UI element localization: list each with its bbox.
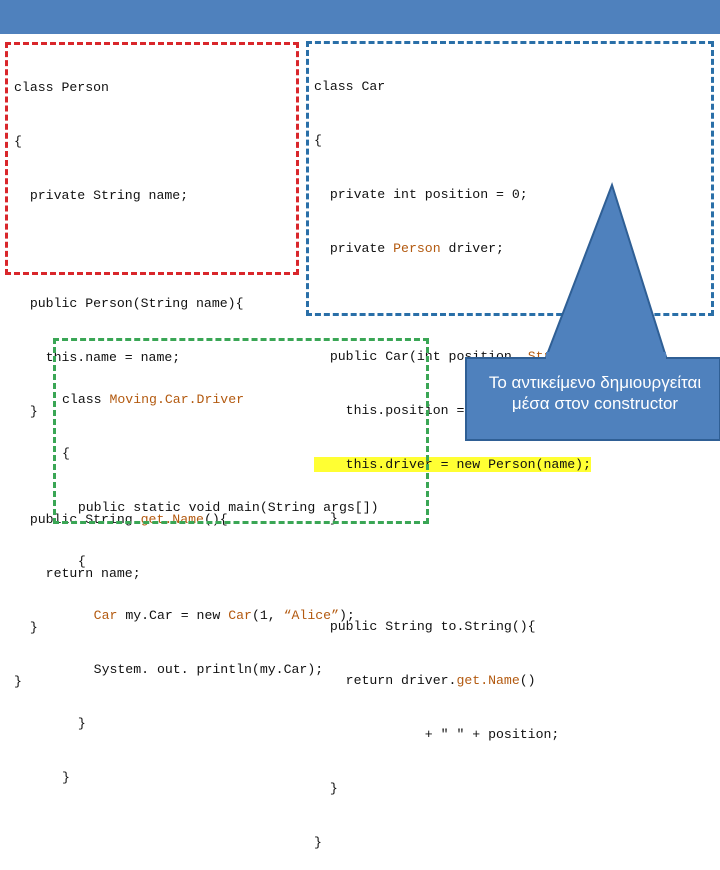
code-line: }: [14, 404, 38, 419]
highlighted-code-line: this.driver = new Person(name);: [314, 456, 631, 474]
car-class-box: [306, 41, 714, 316]
code-line: }: [62, 770, 70, 785]
callout-shape: [465, 181, 720, 441]
person-class-box: [5, 42, 299, 275]
code-line: class Car: [314, 79, 386, 94]
code-line: {: [62, 446, 70, 461]
code-text: [62, 608, 94, 623]
code-line: private String name;: [14, 188, 189, 203]
callout-line: μέσα στον constructor: [511, 394, 679, 413]
callout-text: Το αντικείμενο δημιουργείται μέσα στον c…: [470, 372, 720, 414]
code-text: (1,: [251, 608, 284, 623]
code-text: );: [339, 608, 355, 623]
code-line: private Person driver;: [314, 240, 631, 258]
type-name: Car: [93, 608, 118, 623]
type-name: Car: [228, 608, 252, 623]
code-line: public Person(String name){: [14, 296, 244, 311]
title-bar: [0, 0, 720, 34]
code-text: (): [519, 673, 536, 688]
code-line: this.name = name;: [14, 350, 181, 365]
callout-pointer: [543, 181, 669, 361]
driver-class-box: [53, 338, 429, 524]
code-line: Car my.Car = new Car(1, “Alice”);: [62, 607, 379, 625]
code-text: private: [314, 241, 394, 256]
code-line: {: [62, 554, 86, 569]
code-line: }: [62, 716, 86, 731]
code-line: {: [14, 134, 22, 149]
string-literal: “Alice”: [283, 608, 340, 623]
code-line: private int position = 0;: [314, 187, 528, 202]
method-name: get.Name: [456, 673, 520, 688]
code-text: class: [62, 392, 110, 407]
highlight: this.driver = new Person(name);: [314, 457, 591, 472]
callout-joint: [546, 352, 666, 362]
code-text: my.Car = new: [117, 608, 229, 623]
code-line: }: [314, 835, 322, 850]
callout-body: [465, 357, 720, 441]
code-line: {: [314, 133, 322, 148]
class-name: Moving.Car.Driver: [109, 392, 245, 407]
code-line: class Moving.Car.Driver: [62, 391, 379, 409]
code-line: }: [314, 511, 338, 526]
type-name: Person: [393, 241, 441, 256]
callout-line: Το αντικείμενο δημιουργείται: [488, 373, 702, 392]
code-line: public static void main(String args[]): [62, 500, 379, 515]
code-text: driver;: [440, 241, 504, 256]
code-line: System. out. println(my.Car);: [62, 662, 324, 677]
code-line: class Person: [14, 80, 109, 95]
